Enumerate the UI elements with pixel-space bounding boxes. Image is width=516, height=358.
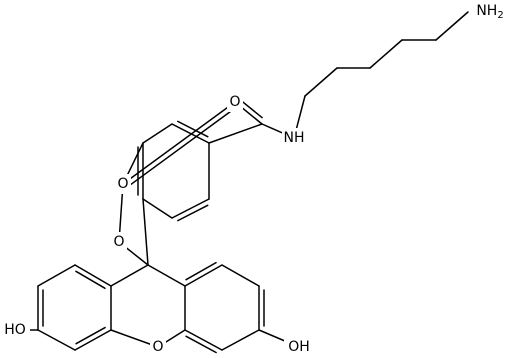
xanthene-oxygen-label-text: O [152,339,163,355]
lactone-ring-oxygen-label-text: O [113,234,124,250]
atom-label-hydroxyl-right: OH [284,337,314,357]
bond-c2-c3 [142,123,173,144]
atom-label-lactone-carbonyl-oxygen: O [115,174,131,194]
atom-label-amide-nh: NH [282,128,306,148]
nh2-label-text: NH2 [476,3,503,21]
double-bond-xr2-xr3 [185,335,217,354]
bond-xr5-xr6 [221,264,260,287]
atom-labels-group: NH2 NH O O O O HO OH [0,0,506,357]
atom-label-lactone-ring-oxygen: O [111,232,127,252]
bond-c4-c5 [142,198,173,219]
atom-label-nh2: NH2 [474,0,506,21]
bond-xl6-xl1 [74,264,112,287]
bond-c1-c2 [171,123,210,144]
bond-c4-c7 [142,198,149,266]
bond-xl5-xl6 [37,264,76,287]
bond-xr2-xr3 [184,329,223,351]
bond-a2-a3 [369,39,403,69]
bond-c10-c1 [208,123,263,144]
atom-label-xanthene-oxygen: O [150,337,166,357]
double-bond-c10-o11 [240,99,263,119]
atom-label-hydroxyl-left: HO [0,320,30,340]
double-bond-c8-o11 [128,107,236,187]
double-bond-c1-c2 [177,120,209,138]
bond-xr3-xr4 [221,329,260,351]
bond-c7-xr1 [147,264,186,287]
bond-c8-o11 [122,101,236,185]
double-bond-xl2-xl3 [75,326,106,345]
bond-xr6-xr1 [184,264,223,287]
hydroxyl-right-label-text: OH [288,339,310,355]
bond-a4-a5 [304,67,338,97]
double-bond-xl6-xl1 [75,270,106,290]
amide-oxygen-label-text: O [229,94,240,110]
double-bond-xr6-xr1 [185,261,217,281]
lactone-carbonyl-oxygen-label-text: O [117,176,128,192]
bond-xl2-xl3 [74,329,112,351]
atom-label-amide-oxygen: O [227,92,243,112]
hydroxyl-left-label-text: HO [4,322,26,338]
bonds-group [14,11,469,354]
bond-c7-xl1 [110,264,149,287]
double-bond-c5-c6 [177,204,209,222]
bond-c5-c6 [171,198,210,219]
amide-nh-label-text: NH [284,130,305,146]
bond-xl3-xl4 [37,329,76,351]
bond-a0-a1 [435,11,469,41]
